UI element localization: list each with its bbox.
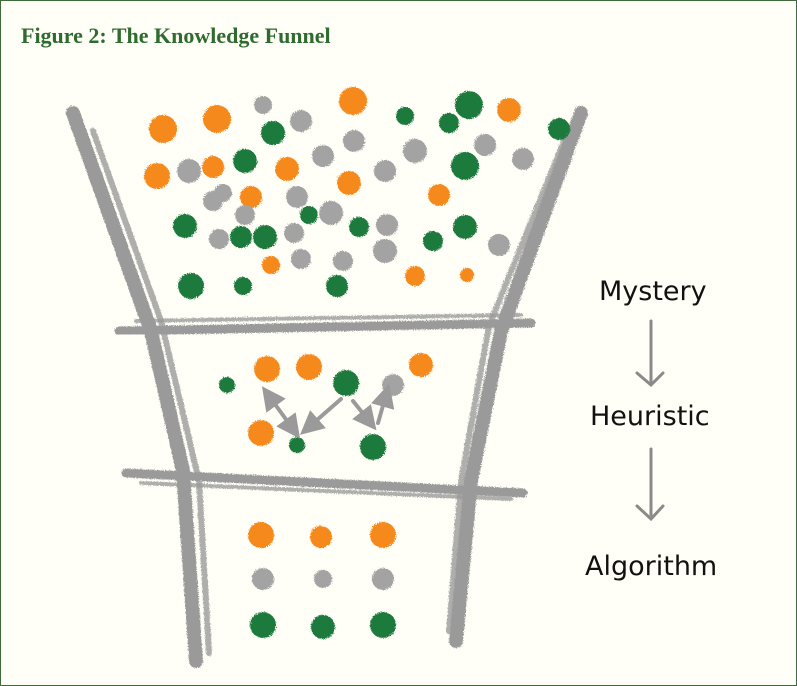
stage-label-heuristic: Heuristic xyxy=(590,401,710,432)
funnel-divider-top xyxy=(114,313,536,336)
mystery-blobs xyxy=(144,87,570,299)
stage-label-mystery: Mystery xyxy=(599,276,707,307)
heuristic-arrows xyxy=(261,383,395,439)
stage-arrows xyxy=(635,319,665,522)
figure-title: Figure 2: The Knowledge Funnel xyxy=(21,23,331,48)
stage-label-algorithm: Algorithm xyxy=(585,551,718,582)
funnel-walls xyxy=(66,106,588,668)
heuristic-blobs xyxy=(219,353,433,460)
funnel-divider-bottom xyxy=(121,468,528,501)
algorithm-blobs xyxy=(248,522,396,639)
